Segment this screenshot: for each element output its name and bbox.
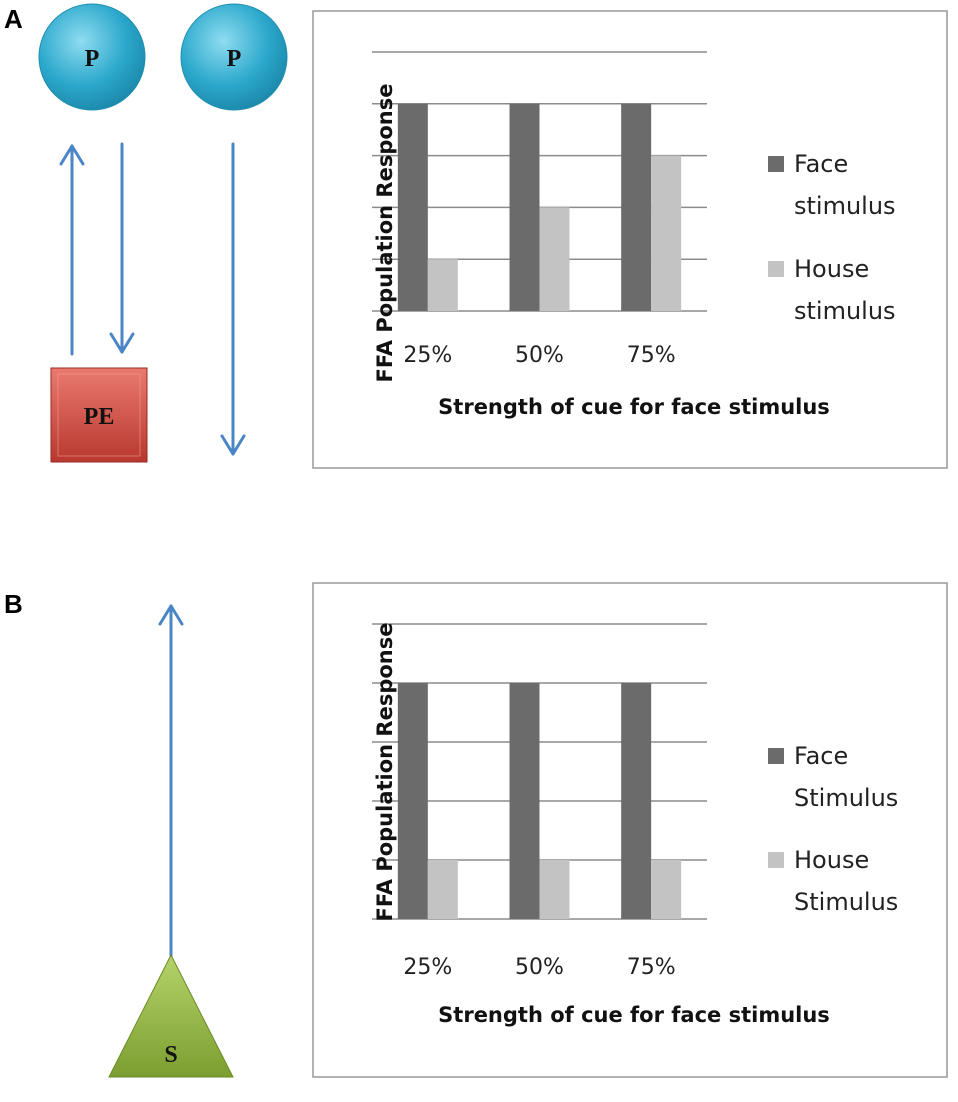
legend-label-line: stimulus <box>794 192 896 220</box>
legend-swatch-house <box>768 261 784 277</box>
house-bar <box>539 207 570 311</box>
house-bar <box>539 860 570 919</box>
legend-label-house: House stimulus <box>794 255 896 325</box>
chart-a: 25% 50% 75% Strength of cue for face stimul… <box>372 51 896 419</box>
panel-a-letter: A <box>4 4 23 34</box>
prediction-node-right: P <box>180 3 288 111</box>
x-axis-title: Strength of cue for face stimulus <box>438 395 830 419</box>
x-tick-label: 50% <box>515 343 564 368</box>
prediction-error-rect <box>50 367 148 463</box>
down-arrow-to-error <box>109 142 135 354</box>
panel-a-arrows <box>59 142 246 456</box>
prediction-error-label: PE <box>84 404 115 430</box>
prediction-circle-right <box>180 3 288 111</box>
legend-label-line: stimulus <box>794 297 896 325</box>
x-tick-label: 75% <box>627 955 676 980</box>
legend-label-line: Stimulus <box>794 784 898 812</box>
panel-b: B S 25% 50% 75% Strength of cue for face st… <box>4 582 948 1078</box>
x-tick-label: 25% <box>403 955 452 980</box>
x-tick-label: 75% <box>627 343 676 368</box>
up-arrow-from-stimulus <box>158 604 184 960</box>
prediction-circle-left <box>38 3 146 111</box>
house-bar <box>651 860 682 919</box>
house-bar <box>651 155 682 311</box>
prediction-error-bevel <box>57 373 141 457</box>
x-axis-title: Strength of cue for face stimulus <box>438 1003 830 1027</box>
x-tick-label: 25% <box>403 343 452 368</box>
y-axis-title: FFA Population Response <box>373 83 397 382</box>
panel-b-letter: B <box>4 589 23 619</box>
legend-label-line: Face <box>794 742 848 770</box>
legend-label-line: House <box>794 255 869 283</box>
face-bar <box>509 103 540 311</box>
prediction-node-left: P <box>38 3 146 111</box>
face-bar <box>509 683 540 919</box>
legend-label-line: Face <box>794 150 848 178</box>
prediction-node-right-label: P <box>227 46 242 72</box>
x-tick-label: 50% <box>515 955 564 980</box>
prediction-node-left-label: P <box>85 46 100 72</box>
legend-label-line: Stimulus <box>794 888 898 916</box>
house-bar <box>427 259 458 311</box>
legend-label-line: House <box>794 846 869 874</box>
up-arrow-to-prediction <box>59 144 85 356</box>
chart-b: 25% 50% 75% Strength of cue for face stimul… <box>372 622 898 1027</box>
face-bar <box>621 683 652 919</box>
panel-a: A P P <box>4 3 948 469</box>
stimulus-label: S <box>164 1042 177 1068</box>
legend-swatch-face <box>768 156 784 172</box>
down-arrow-long <box>220 142 246 456</box>
stimulus-triangle <box>108 953 234 1078</box>
y-axis-title: FFA Population Response <box>373 622 397 921</box>
stimulus-node: S <box>108 953 234 1078</box>
face-bar <box>397 683 428 919</box>
legend-swatch-face <box>768 748 784 764</box>
prediction-error-box: PE <box>50 367 148 463</box>
house-bar <box>427 860 458 919</box>
face-bar <box>621 103 652 311</box>
legend-label-face: Face stimulus <box>794 150 896 220</box>
face-bar <box>397 103 428 311</box>
legend-swatch-house <box>768 852 784 868</box>
